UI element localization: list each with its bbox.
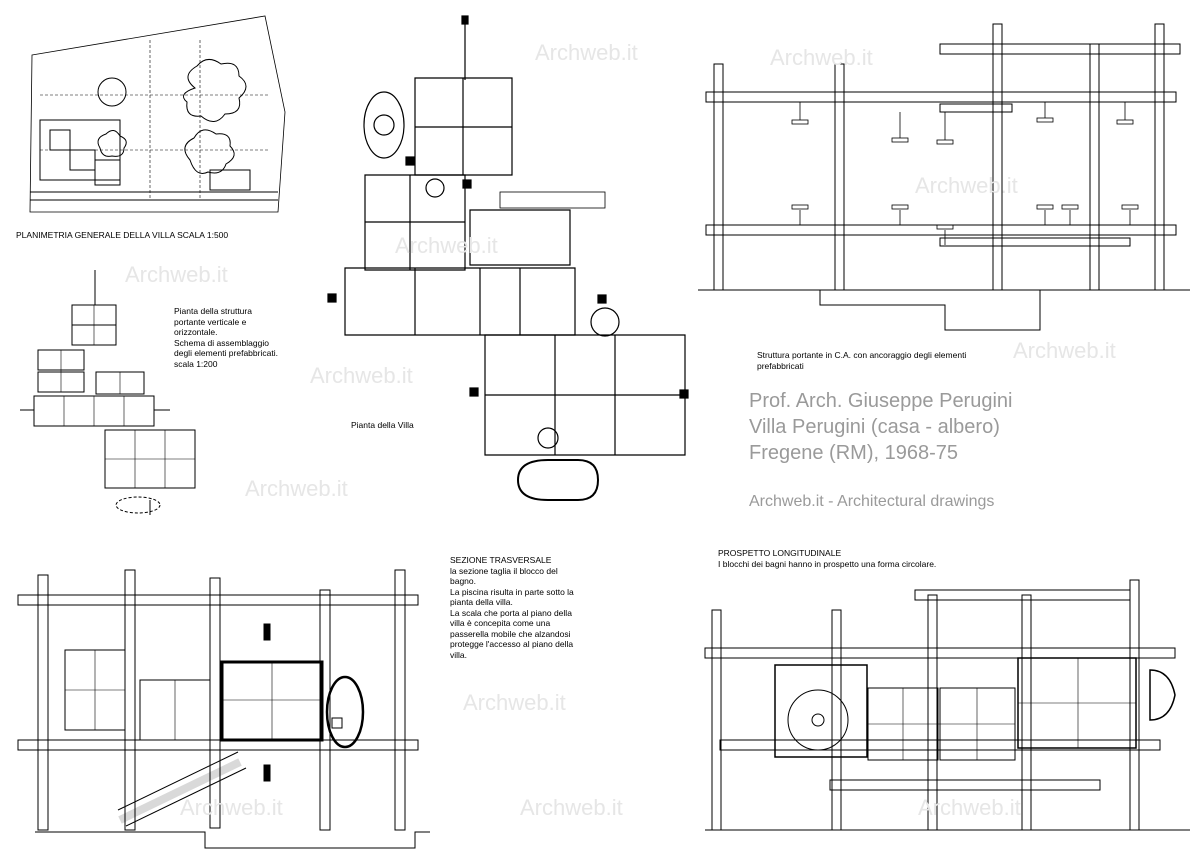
label-planimetria: PLANIMETRIA GENERALE DELLA VILLA SCALA 1… [16, 230, 229, 240]
watermark: Archweb.it [310, 363, 413, 388]
cross-section-drawing [17, 569, 430, 849]
structure-elevation-drawing [698, 23, 1190, 331]
watermark: Archweb.it [125, 262, 228, 287]
title-line-1: Prof. Arch. Giuseppe Perugini [749, 390, 1013, 412]
watermark: Archweb.it [520, 795, 623, 820]
label-prospetto: PROSPETTO LONGITUDINALE I blocchi dei ba… [718, 548, 937, 569]
title-line-3: Fregene (RM), 1968-75 [749, 442, 958, 464]
watermark: Archweb.it [395, 233, 498, 258]
label-struttura-ca: Struttura portante in C.A. con ancoraggi… [757, 350, 967, 371]
watermark: Archweb.it [535, 40, 638, 65]
watermark: Archweb.it [915, 173, 1018, 198]
label-pianta-struttura: Pianta della struttura portante vertical… [174, 306, 278, 369]
watermark: Archweb.it [770, 45, 873, 70]
label-pianta-villa: Pianta della Villa [351, 420, 414, 430]
watermark: Archweb.it [245, 476, 348, 501]
longitudinal-elevation-drawing [704, 579, 1190, 831]
site-plan-drawing [29, 15, 286, 213]
watermark: Archweb.it [1013, 338, 1116, 363]
title-subtitle: Archweb.it - Architectural drawings [749, 493, 995, 510]
watermark: Archweb.it [463, 690, 566, 715]
label-sezione: SEZIONE TRASVERSALE la sezione taglia il… [450, 555, 574, 660]
watermark: Archweb.it [180, 795, 283, 820]
title-line-2: Villa Perugini (casa - albero) [749, 416, 1000, 438]
watermark: Archweb.it [918, 795, 1021, 820]
structure-plan-drawing [20, 270, 196, 515]
villa-plan-drawing [327, 15, 689, 501]
